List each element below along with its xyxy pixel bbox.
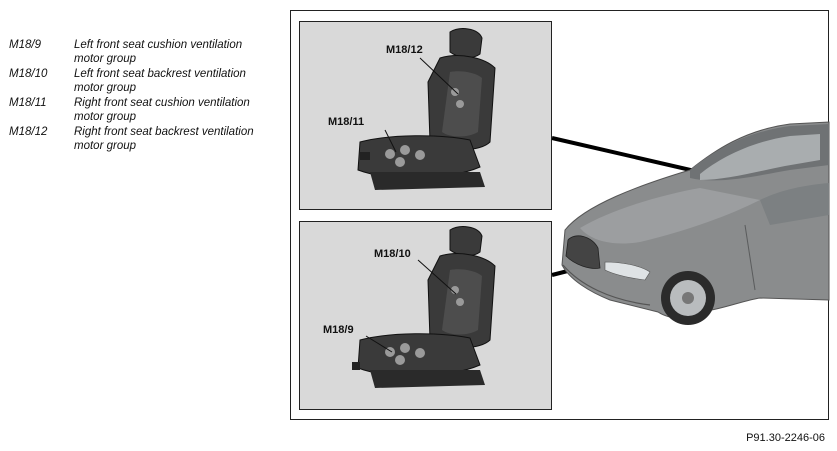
- callout-bottom-backrest: M18/10: [373, 248, 412, 260]
- legend-code: M18/9: [9, 39, 41, 51]
- seat-panel-left: M18/10 M18/9: [299, 221, 552, 410]
- legend-code: M18/12: [9, 126, 48, 138]
- figure-id: P91.30-2246-06: [746, 432, 825, 444]
- callout-bottom-cushion: M18/9: [322, 324, 355, 336]
- seat-icon: [357, 28, 496, 190]
- seat-icon: [352, 226, 496, 388]
- legend-text: Left front seat cushion ventilation moto…: [74, 39, 243, 65]
- legend-text: Right front seat cushion ventilation mot…: [74, 97, 250, 123]
- legend-text: Right front seat backrest ventilation mo…: [74, 126, 254, 152]
- legend-code: M18/10: [9, 68, 48, 80]
- legend-text: Left front seat backrest ventilation mot…: [74, 68, 246, 94]
- legend-code: M18/11: [9, 97, 47, 109]
- callout-top-backrest: M18/12: [385, 44, 424, 56]
- callout-top-cushion: M18/11: [327, 116, 366, 128]
- seat-panel-right: M18/12 M18/11: [299, 21, 552, 210]
